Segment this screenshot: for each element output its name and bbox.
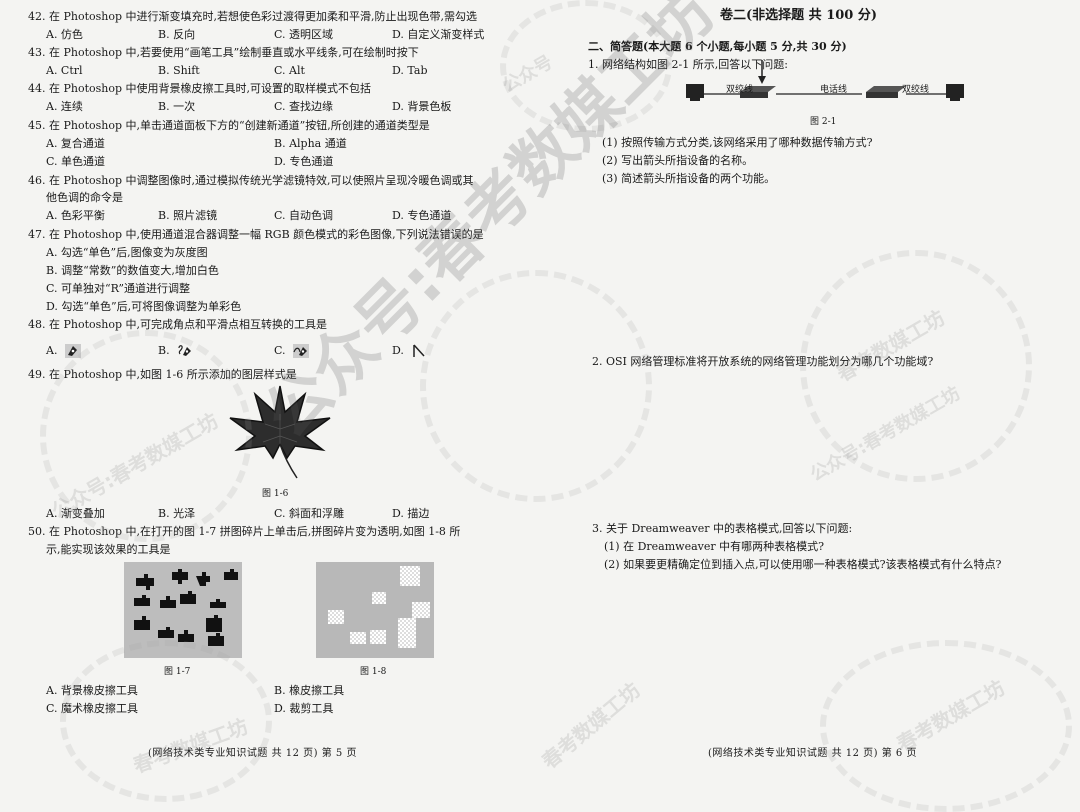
option-45d: D. 专色通道 [274, 155, 334, 168]
page-6-footer: (网络技术类专业知识试题 共 12 页) 第 6 页 [708, 748, 917, 759]
exam-page-5: 42. 在 Photoshop 中进行渐变填充时,若想使色彩过渡得更加柔和平滑,… [0, 0, 540, 764]
option-45a: A. 复合通道 [46, 137, 105, 150]
exam-page-6: 卷二(非选择题 共 100 分) 二、简答题(本大题 6 个小题,每小题 5 分… [540, 0, 1080, 764]
option-48a-label: A. [46, 344, 58, 357]
problem-2: 2. OSI 网络管理标准将开放系统的网络管理功能划分为哪几个功能域? [592, 355, 934, 368]
computer-left-icon [686, 84, 704, 101]
option-46d: D. 专色通道 [392, 209, 452, 222]
question-44: 44. 在 Photoshop 中使用背景橡皮擦工具时,可设置的取样模式不包括 [28, 82, 372, 95]
option-43b: B. Shift [158, 64, 200, 77]
question-49: 49. 在 Photoshop 中,如图 1-6 所示添加的图层样式是 [28, 368, 297, 381]
figure-1-8-caption: 图 1-8 [360, 667, 387, 677]
puzzle-pieces-figure-1-8 [316, 562, 434, 658]
option-50b: B. 橡皮擦工具 [274, 684, 345, 697]
problem-1-sub3: (3) 简述箭头所指设备的两个功能。 [602, 172, 776, 185]
part-two-title: 卷二(非选择题 共 100 分) [720, 8, 878, 23]
question-45: 45. 在 Photoshop 中,单击通道面板下方的“创建新通道”按钮,所创建… [28, 119, 430, 132]
question-50-line2: 示,能实现该效果的工具是 [46, 543, 171, 556]
label-twisted-pair-left: 双绞线 [726, 85, 754, 95]
option-42c: C. 透明区域 [274, 28, 334, 41]
option-48c: C. [274, 344, 310, 358]
option-48b: B. [158, 344, 193, 358]
option-42a: A. 仿色 [46, 28, 83, 41]
option-43a: A. Ctrl [46, 64, 83, 77]
option-46b: B. 照片滤镜 [158, 209, 218, 222]
option-44d: D. 背景色板 [392, 100, 452, 113]
option-43c: C. Alt [274, 64, 305, 77]
option-45b: B. Alpha 通道 [274, 137, 347, 150]
option-47c: C. 可单独对“R”通道进行调整 [46, 282, 190, 295]
option-49a: A. 渐变叠加 [46, 507, 105, 520]
problem-3: 3. 关于 Dreamweaver 中的表格模式,回答以下问题: [592, 522, 853, 535]
question-48: 48. 在 Photoshop 中,可完成角点和平滑点相互转换的工具是 [28, 318, 328, 331]
option-47d: D. 勾选“单色”后,可将图像调整为单彩色 [46, 300, 242, 313]
option-48d-label: D. [392, 344, 404, 357]
problem-1: 1. 网络结构如图 2-1 所示,回答以下问题: [588, 58, 788, 71]
question-47: 47. 在 Photoshop 中,使用通道混合器调整一幅 RGB 颜色模式的彩… [28, 228, 484, 241]
page-5-footer: (网络技术类专业知识试题 共 12 页) 第 5 页 [148, 748, 357, 759]
network-diagram-figure-2-1 [686, 60, 964, 101]
label-twisted-pair-right: 双绞线 [902, 85, 930, 95]
convert-point-tool-icon [64, 344, 81, 358]
modem-right-icon [866, 86, 906, 98]
question-43: 43. 在 Photoshop 中,若要使用“画笔工具”绘制垂直或水平线条,可在… [28, 46, 419, 59]
curvature-pen-tool-icon [293, 344, 310, 358]
option-49b: B. 光泽 [158, 507, 196, 520]
option-46c: C. 自动色调 [274, 209, 334, 222]
option-47b: B. 调整“常数”的数值变大,增加白色 [46, 264, 219, 277]
option-50c: C. 魔术橡皮擦工具 [46, 702, 139, 715]
freeform-pen-tool-icon [178, 345, 192, 356]
option-49d: D. 描边 [392, 507, 430, 520]
option-44c: C. 查找边缘 [274, 100, 334, 113]
option-44b: B. 一次 [158, 100, 196, 113]
question-50-line1: 50. 在 Photoshop 中,在打开的图 1-7 拼图碎片上单击后,拼图碎… [28, 525, 461, 538]
option-49c: C. 斜面和浮雕 [274, 507, 345, 520]
option-50a: A. 背景橡皮擦工具 [46, 684, 138, 697]
label-telephone-line: 电话线 [820, 85, 848, 95]
maple-leaf-figure [229, 385, 331, 479]
convert-anchor-tool-icon [413, 344, 425, 357]
problem-3-sub2: (2) 如果要更精确定位到插入点,可以使用哪一种表格模式?该表格模式有什么特点? [604, 558, 1002, 571]
option-45c: C. 单色通道 [46, 155, 106, 168]
section-heading: 二、简答题(本大题 6 个小题,每小题 5 分,共 30 分) [588, 40, 847, 53]
option-47a: A. 勾选“单色”后,图像变为灰度图 [46, 246, 208, 259]
problem-1-sub2: (2) 写出箭头所指设备的名称。 [602, 154, 754, 167]
option-50d: D. 裁剪工具 [274, 702, 334, 715]
figure-1-7-caption: 图 1-7 [164, 667, 191, 677]
option-42b: B. 反向 [158, 28, 196, 41]
modem-left-icon [740, 86, 776, 98]
option-43d: D. Tab [392, 64, 428, 77]
option-48c-label: C. [274, 344, 286, 357]
figure-1-6-caption: 图 1-6 [262, 489, 289, 499]
puzzle-pieces-figure-1-7 [124, 562, 242, 658]
problem-1-sub1: (1) 按照传输方式分类,该网络采用了哪种数据传输方式? [602, 136, 873, 149]
option-42d: D. 自定义渐变样式 [392, 28, 485, 41]
option-48b-label: B. [158, 344, 170, 357]
option-44a: A. 连续 [46, 100, 83, 113]
question-46-line2: 他色调的命令是 [46, 191, 123, 204]
computer-right-icon [946, 84, 964, 101]
option-48a: A. [46, 344, 81, 358]
question-46-line1: 46. 在 Photoshop 中调整图像时,通过模拟传统光学滤镜特效,可以使照… [28, 174, 474, 187]
figure-2-1-caption: 图 2-1 [810, 117, 837, 127]
option-46a: A. 色彩平衡 [46, 209, 105, 222]
problem-3-sub1: (1) 在 Dreamweaver 中有哪两种表格模式? [604, 540, 825, 553]
option-48d: D. [392, 344, 427, 358]
question-42: 42. 在 Photoshop 中进行渐变填充时,若想使色彩过渡得更加柔和平滑,… [28, 10, 478, 23]
